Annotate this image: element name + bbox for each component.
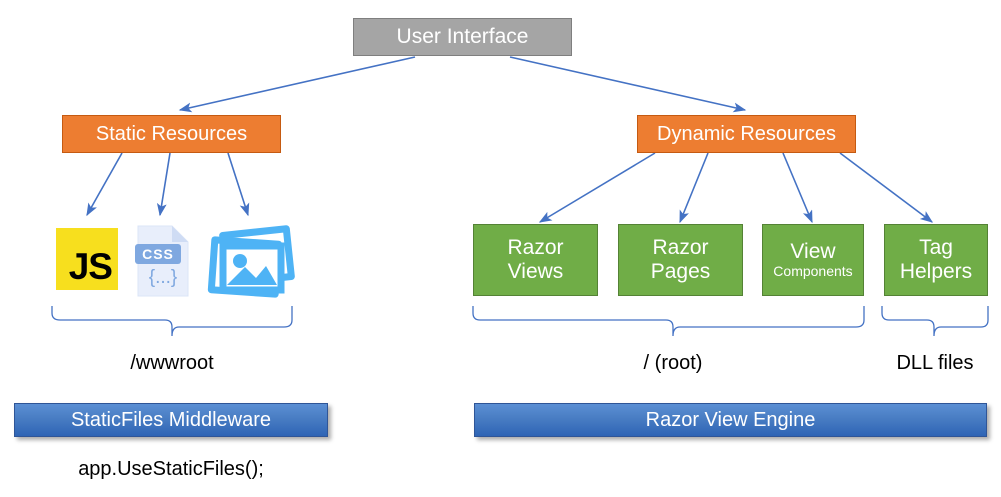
node-user-interface[interactable]: User Interface xyxy=(353,18,572,56)
arrow-static-to-css xyxy=(156,152,171,217)
label-wwwroot: /wwwroot xyxy=(130,352,214,374)
node-dynamic-resources-label: Dynamic Resources xyxy=(657,122,836,145)
arrow-dynamic-to-view-components xyxy=(782,152,813,224)
node-razor-views[interactable]: Razor Views xyxy=(473,224,598,296)
css-file-icon: CSS {...} xyxy=(134,224,192,303)
css-file-icon-glyph: CSS {...} xyxy=(135,225,189,297)
node-razor-pages[interactable]: Razor Pages xyxy=(618,224,743,296)
node-tag-helpers-line2: Helpers xyxy=(899,260,973,283)
node-tag-helpers[interactable]: Tag Helpers xyxy=(884,224,988,296)
label-root: / (root) xyxy=(643,352,703,374)
node-static-resources[interactable]: Static Resources xyxy=(62,115,281,153)
bar-staticfiles-middleware-label: StaticFiles Middleware xyxy=(70,408,272,431)
node-razor-views-line2: Views xyxy=(507,260,564,283)
label-use-static-files-code: app.UseStaticFiles(); xyxy=(78,458,264,480)
arrow-dynamic-to-tag-helpers xyxy=(839,152,934,223)
node-view-components[interactable]: View Components xyxy=(762,224,864,296)
node-razor-views-line1: Razor xyxy=(507,236,564,260)
svg-text:CSS: CSS xyxy=(142,246,174,262)
bar-staticfiles-middleware[interactable]: StaticFiles Middleware xyxy=(14,403,328,437)
bar-razor-view-engine[interactable]: Razor View Engine xyxy=(474,403,987,437)
arrow-ui-to-dynamic xyxy=(509,56,747,113)
node-static-resources-label: Static Resources xyxy=(95,122,248,145)
node-razor-pages-line1: Razor xyxy=(652,236,709,260)
javascript-file-icon-label: JS xyxy=(56,228,118,290)
svg-text:{...}: {...} xyxy=(149,267,178,288)
arrow-ui-to-static xyxy=(178,56,416,113)
node-user-interface-label: User Interface xyxy=(396,25,529,49)
node-view-components-line1: View xyxy=(790,240,836,264)
images-icon xyxy=(203,222,297,309)
arrow-static-to-js xyxy=(86,152,123,217)
node-view-components-line2: Components xyxy=(773,262,853,279)
brace-wwwroot xyxy=(51,306,293,337)
brace-dll xyxy=(881,306,989,337)
node-tag-helpers-line1: Tag xyxy=(919,236,953,260)
bar-razor-view-engine-label: Razor View Engine xyxy=(645,408,816,431)
node-dynamic-resources[interactable]: Dynamic Resources xyxy=(637,115,856,153)
arrow-dynamic-to-razor-pages xyxy=(679,152,709,224)
label-dll-files: DLL files xyxy=(896,352,974,374)
images-icon-glyph xyxy=(207,225,295,298)
node-razor-pages-line2: Pages xyxy=(650,260,711,283)
brace-root xyxy=(472,306,865,337)
arrow-dynamic-to-razor-views xyxy=(538,152,656,223)
arrow-static-to-images xyxy=(227,152,250,217)
javascript-file-icon: JS xyxy=(56,228,118,290)
